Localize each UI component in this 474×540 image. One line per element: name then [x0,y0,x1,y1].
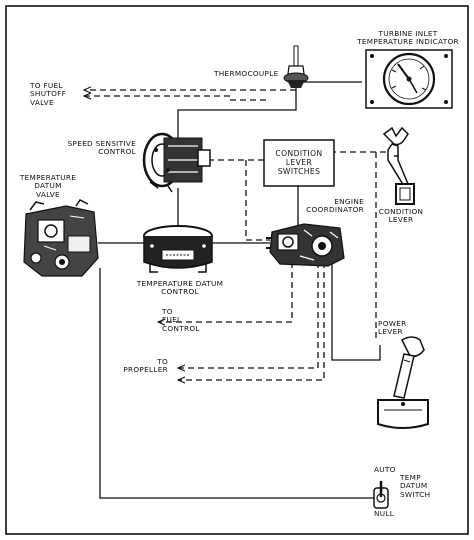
link-switch-down [245,160,270,241]
to-propeller-label: TO PROPELLER [123,357,168,375]
wire-power-lever [331,262,381,361]
thermocouple-probe-icon [283,45,309,88]
temperature-datum-control-label: TEMPERATURE DATUM CONTROL [136,279,224,297]
link-fuel-shutoff-lower [84,96,266,101]
power-lever-icon [377,336,429,429]
speed-sensitive-control-label: SPEED SENSITIVE CONTROL [67,139,136,157]
link-propeller-upper [178,262,319,368]
condition-lever-switches-label: CONDITION LEVER SWITCHES [275,149,323,176]
toggle-switch-icon [373,480,389,509]
power-lever-label: POWER LEVER [378,319,407,337]
engine-coordinator-icon [266,223,345,267]
condition-lever-icon [382,126,415,205]
mechanical-linkages [84,90,386,380]
to-fuel-control-label: TO FUEL CONTROL [162,307,200,333]
link-fuel-control [158,262,293,322]
condition-lever-switches-box [263,139,335,187]
null-label: NULL [374,509,395,518]
temperature-datum-valve-label: TEMPERATURE DATUM VALVE [19,173,77,199]
to-fuel-shutoff-valve-label: TO FUEL SHUTOFF VALVE [30,81,67,107]
temperature-gauge-icon [365,49,453,109]
wire-datum-switch [99,268,374,499]
turbine-inlet-temperature-indicator-label: TURBINE INLET TEMPERATURE INDICATOR [357,29,459,47]
condition-lever-label: CONDITION LEVER [378,207,424,225]
wire-thermocouple-datum [177,88,297,140]
diagram-border [5,5,469,535]
electrical-wiring [98,81,381,499]
thermocouple-label: THERMOCOUPLE [214,69,279,78]
temperature-datum-valve-icon [23,199,99,277]
temp-datum-switch-label: TEMP DATUM SWITCH [400,473,431,499]
engine-coordinator-label: ENGINE COORDINATOR [306,197,364,215]
speed-sensitive-control-icon [142,132,211,193]
temperature-datum-control-icon [143,225,213,273]
link-propeller-lower [178,262,325,380]
auto-label: AUTO [374,465,396,474]
